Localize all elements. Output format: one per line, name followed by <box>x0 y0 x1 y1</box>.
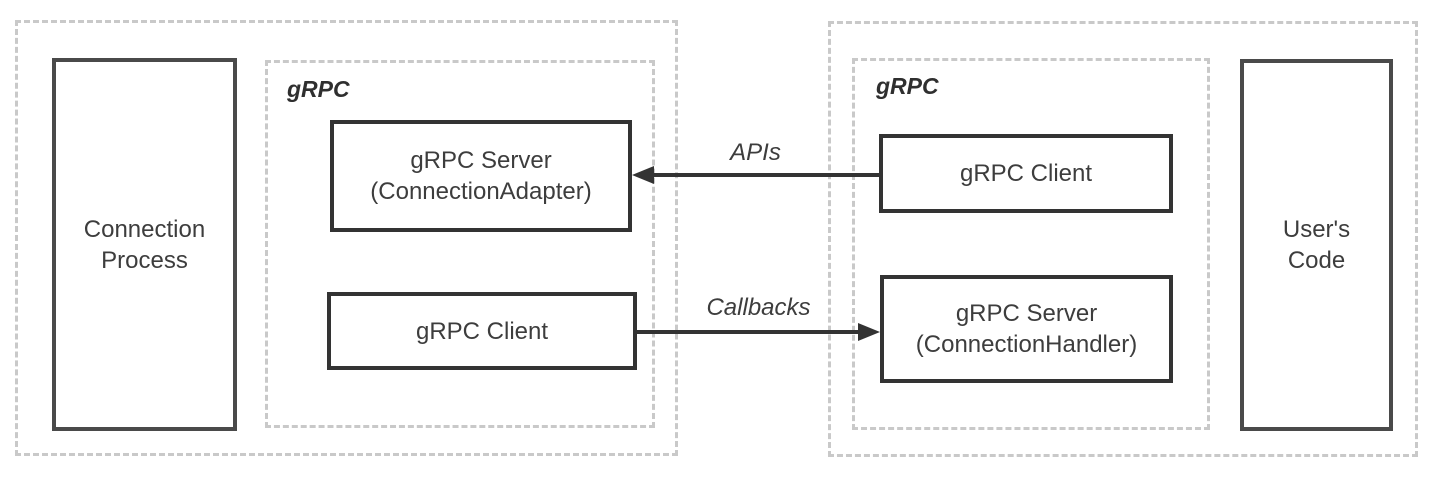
grpc-server-handler-label-line1: gRPC Server <box>955 300 1098 327</box>
users-code-label-line1: User's <box>1282 216 1351 243</box>
left-grpc-client-box: gRPC Client <box>327 292 637 370</box>
connection-process-label-line2: Process <box>101 246 188 274</box>
right-grpc-container <box>852 58 1210 430</box>
users-code-label-line2: Code <box>1287 247 1346 274</box>
left-grpc-container <box>265 60 655 428</box>
left-grpc-container-label: gRPC <box>287 76 350 102</box>
right-grpc-client-label: gRPC Client <box>959 160 1093 187</box>
left-process-group-container <box>15 20 678 456</box>
right-grpc-container-label: gRPC <box>876 73 939 99</box>
grpc-server-connection-handler-box: gRPC Server (ConnectionHandler) <box>880 275 1173 383</box>
grpc-server-handler-label-line2: (ConnectionHandler) <box>915 331 1138 358</box>
connection-process-label-line1: Connection <box>83 215 206 243</box>
apis-arrow-label: APIs <box>730 139 781 166</box>
callbacks-arrow-line <box>637 330 860 334</box>
left-grpc-client-label: gRPC Client <box>415 317 549 345</box>
right-grpc-client-box: gRPC Client <box>879 134 1173 213</box>
apis-arrowhead-left-icon <box>632 166 654 184</box>
right-user-code-group-container <box>828 21 1418 457</box>
grpc-server-adapter-label-line2: (ConnectionAdapter) <box>370 178 592 205</box>
callbacks-arrow-label: Callbacks <box>706 294 811 321</box>
users-code-box: User's Code <box>1240 59 1393 431</box>
grpc-server-connection-adapter-box: gRPC Server (ConnectionAdapter) <box>330 120 632 232</box>
grpc-server-adapter-label-line1: gRPC Server <box>410 147 552 174</box>
connection-process-box: Connection Process <box>52 58 237 431</box>
callbacks-arrowhead-right-icon <box>858 323 880 341</box>
apis-arrow-line <box>650 173 879 177</box>
